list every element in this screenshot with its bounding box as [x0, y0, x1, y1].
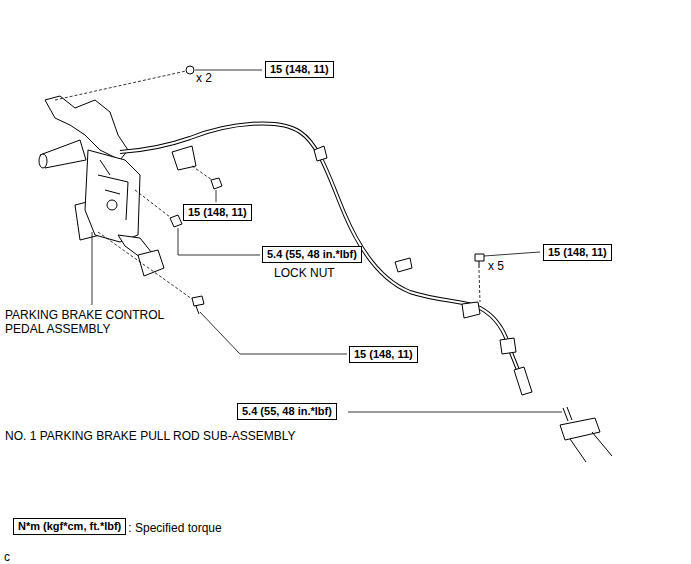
leader-line: [484, 252, 540, 256]
torque-box: 15 (148, 11): [265, 61, 334, 78]
dashed-line: [135, 190, 170, 217]
leader-line: [92, 232, 93, 305]
part-label: PARKING BRAKE CONTROL PEDAL ASSEMBLY: [5, 308, 190, 336]
torque-value: 5.4 (55, 48 in.*lbf): [242, 405, 332, 417]
cable-end: [514, 367, 532, 395]
bolt: [475, 254, 484, 268]
cable-clamp: [314, 146, 327, 161]
pull-rod-stud: [563, 407, 572, 421]
torque-value: N*m (kgf*cm, ft.*lbf): [18, 520, 121, 532]
bolt: [192, 296, 204, 314]
torque-box: 15 (148, 11): [349, 346, 418, 363]
part-label: c: [4, 550, 10, 564]
cable-clamp: [462, 302, 480, 318]
pull-rod-wire: [570, 432, 612, 462]
torque-value: 15 (148, 11): [188, 206, 247, 218]
part-label: x 2: [196, 71, 212, 85]
torque-box: 15 (148, 11): [543, 244, 612, 261]
cable-clamp: [395, 258, 412, 272]
cable-clamp: [500, 338, 516, 354]
dashed-line: [479, 270, 480, 302]
pedal-shaft: [40, 140, 86, 168]
torque-box: N*m (kgf*cm, ft.*lbf): [13, 518, 126, 535]
leader-line: [178, 228, 260, 255]
pedal-pad: [138, 250, 164, 276]
lock-nut: [170, 215, 182, 227]
leader-line: [216, 190, 217, 202]
body-detail: [98, 160, 128, 220]
part-label: NO. 1 PARKING BRAKE PULL ROD SUB-ASSEMBL…: [5, 429, 296, 443]
torque-value: 5.4 (55, 48 in.*lbf): [267, 248, 357, 260]
leader-line: [200, 312, 347, 354]
torque-value: 15 (148, 11): [548, 246, 607, 258]
pivot: [107, 200, 117, 210]
torque-box: 5.4 (55, 48 in.*lbf): [237, 403, 337, 420]
part-label: x 5: [488, 259, 504, 273]
shaft-end: [39, 154, 47, 168]
part-label: LOCK NUT: [274, 266, 335, 280]
pedal-body: [85, 150, 140, 242]
torque-box: 15 (148, 11): [183, 204, 252, 221]
nut: [186, 66, 194, 74]
dashed-line: [55, 71, 186, 100]
pull-rod: [560, 418, 600, 440]
torque-box: 5.4 (55, 48 in.*lbf): [262, 246, 362, 263]
torque-value: 15 (148, 11): [354, 348, 413, 360]
nut: [211, 178, 222, 189]
part-label: : Specified torque: [128, 521, 221, 535]
dashed-line: [192, 166, 212, 180]
torque-value: 15 (148, 11): [270, 63, 329, 75]
leader-line: [348, 412, 562, 413]
